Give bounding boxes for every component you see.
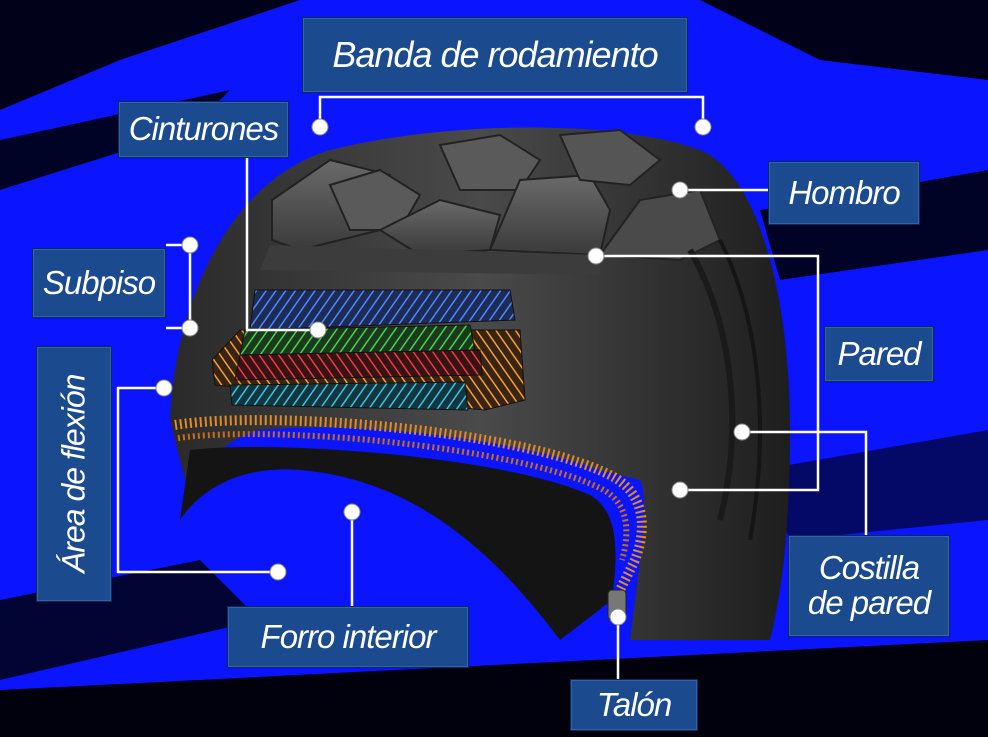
label-inner-liner-text: Forro interior — [260, 617, 437, 655]
sidewall-groove — [687, 248, 736, 521]
inner-liner-shape — [180, 447, 616, 640]
label-flex-area-text: Área de flexión — [55, 374, 92, 574]
carcass-ply — [174, 415, 647, 593]
label-tread-text: Banda de rodamiento — [332, 34, 658, 76]
leader-dots — [155, 118, 751, 626]
label-shoulder: Hombro — [768, 161, 920, 225]
label-subtread: Subpiso — [32, 248, 166, 318]
label-sidewall-rib: Costilla de pared — [788, 535, 950, 637]
label-tread: Banda de rodamiento — [302, 17, 688, 93]
label-shoulder-text: Hombro — [788, 173, 900, 211]
label-subtread-text: Subpiso — [42, 263, 156, 301]
label-inner-liner: Forro interior — [227, 606, 469, 668]
leader-lines — [116, 95, 868, 679]
label-belts-text: Cinturones — [128, 110, 280, 148]
label-sidewall-text: Pared — [837, 334, 921, 372]
label-flex-area: Área de flexión — [36, 346, 112, 602]
belt-layers — [211, 289, 526, 411]
label-sidewall: Pared — [824, 326, 934, 382]
label-sidewall-rib-text: Costilla de pared — [807, 549, 931, 621]
label-bead-text: Talón — [596, 685, 673, 723]
label-belts: Cinturones — [118, 101, 289, 158]
label-bead: Talón — [570, 679, 698, 731]
tread-blocks — [260, 128, 722, 275]
